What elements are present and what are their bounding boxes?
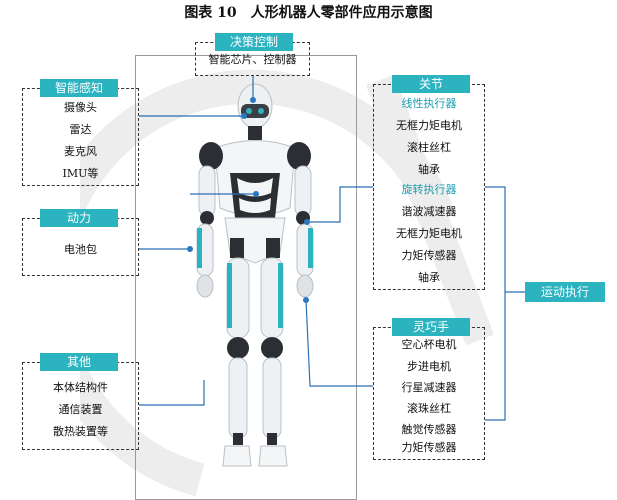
other-box: 本体结构件 通信装置 散热装置等: [22, 362, 139, 450]
watermark: [80, 69, 495, 497]
other-header: 其他: [40, 353, 118, 371]
decision-item: 智能芯片、控制器: [208, 53, 297, 66]
perception-item: 雷达: [69, 123, 92, 136]
decision-header: 决策控制: [215, 33, 293, 51]
hand-item: 行星减速器: [401, 381, 457, 394]
hand-box: 空心杯电机 步进电机 行星减速器 滚珠丝杠 触觉传感器 力矩传感器: [373, 327, 485, 460]
hand-item: 步进电机: [407, 360, 451, 373]
motion-label: 运动执行: [525, 282, 605, 302]
hand-item: 空心杯电机: [401, 338, 457, 351]
perception-item: 麦克风: [64, 145, 97, 158]
perception-header: 智能感知: [40, 79, 118, 97]
joint-header: 关节: [392, 75, 470, 93]
joint-item: 力矩传感器: [401, 249, 457, 262]
hand-item: 触觉传感器: [401, 423, 457, 436]
hand-item: 滚珠丝杠: [407, 402, 451, 415]
power-item: 电池包: [64, 243, 97, 256]
power-header: 动力: [40, 209, 118, 227]
joint-box: 线性执行器 无框力矩电机 滚柱丝杠 轴承 旋转执行器 谐波减速器 无框力矩电机 …: [373, 84, 485, 290]
hand-item: 力矩传感器: [401, 441, 457, 454]
joint-item: 滚柱丝杠: [407, 141, 451, 154]
joint-subheading: 旋转执行器: [401, 183, 457, 196]
perception-item: IMU等: [62, 167, 99, 180]
joint-item: 轴承: [418, 271, 440, 284]
perception-box: 摄像头 雷达 麦克风 IMU等: [22, 88, 139, 186]
joint-item: 轴承: [418, 163, 440, 176]
joint-item: 无框力矩电机: [396, 119, 462, 132]
hand-header: 灵巧手: [392, 318, 470, 336]
other-item: 散热装置等: [53, 425, 108, 438]
other-item: 通信装置: [58, 403, 103, 416]
joint-item: 无框力矩电机: [396, 227, 462, 240]
joint-item: 谐波减速器: [401, 205, 457, 218]
diagram-title: 图表 10 人形机器人零部件应用示意图: [184, 5, 433, 21]
joint-subheading: 线性执行器: [401, 97, 457, 110]
other-item: 本体结构件: [53, 381, 108, 394]
perception-item: 摄像头: [64, 101, 97, 114]
